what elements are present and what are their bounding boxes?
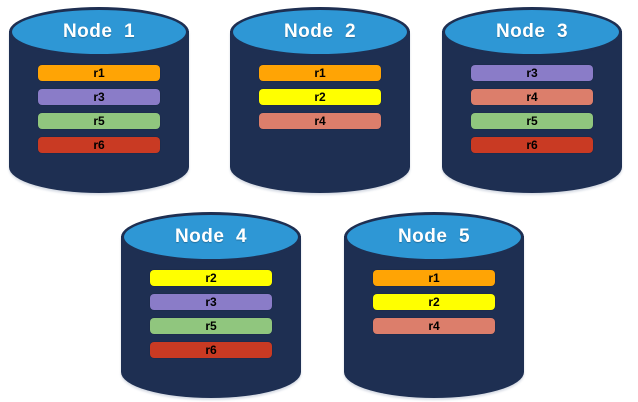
node-label: Node 1 [62,21,136,42]
cylinder-body [230,31,410,193]
node-1-cylinder: Node 1 r1 r3 r5 r6 [9,7,189,193]
cylinder-top: Node 3 [442,7,622,57]
replica-bar-r4: r4 [373,318,495,334]
replica-bar-r3: r3 [150,294,272,310]
replica-bar-r2: r2 [259,89,381,105]
replica-bar-r4: r4 [259,113,381,129]
cylinder-top: Node 2 [230,7,410,57]
node-5-cylinder: Node 5 r1 r2 r4 [344,212,524,398]
replica-bar-r2: r2 [150,270,272,286]
replica-bar-r1: r1 [373,270,495,286]
replica-bar-r5: r5 [150,318,272,334]
cylinder-top: Node 4 [121,212,301,262]
node-label: Node 5 [397,226,471,247]
replica-list: r1 r3 r5 r6 [9,65,189,161]
cylinder-body [121,236,301,398]
replica-bar-r1: r1 [38,65,160,81]
node-3-cylinder: Node 3 r3 r4 r5 r6 [442,7,622,193]
replica-bar-r6: r6 [150,342,272,358]
replica-bar-r4: r4 [471,89,593,105]
replica-bar-r5: r5 [471,113,593,129]
replica-bar-r3: r3 [471,65,593,81]
cylinder-top: Node 5 [344,212,524,262]
replica-list: r3 r4 r5 r6 [442,65,622,161]
replica-bar-r2: r2 [373,294,495,310]
cylinder-body [442,31,622,193]
cylinder-body [344,236,524,398]
replica-bar-r1: r1 [259,65,381,81]
replica-list: r2 r3 r5 r6 [121,270,301,366]
node-label: Node 4 [174,226,248,247]
node-4-cylinder: Node 4 r2 r3 r5 r6 [121,212,301,398]
node-2-cylinder: Node 2 r1 r2 r4 [230,7,410,193]
replica-bar-r5: r5 [38,113,160,129]
cylinder-top: Node 1 [9,7,189,57]
replica-bar-r6: r6 [471,137,593,153]
replica-bar-r6: r6 [38,137,160,153]
replica-list: r1 r2 r4 [230,65,410,137]
node-label: Node 2 [283,21,357,42]
node-label: Node 3 [495,21,569,42]
replica-list: r1 r2 r4 [344,270,524,342]
replica-bar-r3: r3 [38,89,160,105]
cylinder-body [9,31,189,193]
